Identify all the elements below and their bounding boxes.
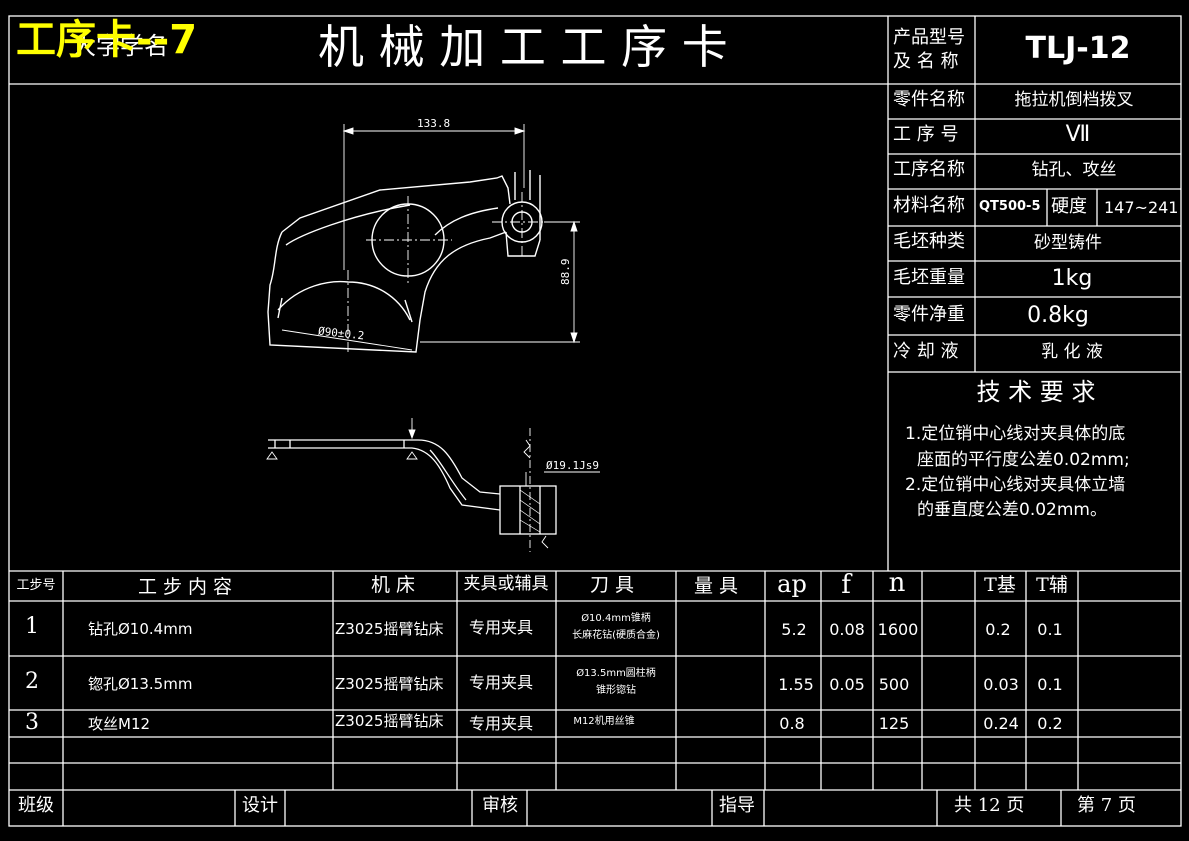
info-value: 1kg <box>1051 266 1093 291</box>
row-step: 1 <box>25 614 39 639</box>
school-name: 大学学名 <box>72 32 168 60</box>
row-ap: 5.2 <box>781 620 807 639</box>
fork-arc <box>277 280 411 321</box>
col-n: n <box>888 568 906 598</box>
col-f: f <box>841 570 851 600</box>
tech-line: 1.定位销中心线对夹具体的底 <box>905 424 1126 444</box>
info-label: 零件名称 <box>893 89 965 110</box>
row-tool: Ø13.5mm圆柱柄 <box>576 668 656 679</box>
card-title: 机 械 加 工 工 序 卡 <box>318 20 728 74</box>
info-label: 毛坯重量 <box>893 267 965 288</box>
col-step: 工步号 <box>16 578 56 593</box>
row-content: 攻丝M12 <box>88 715 151 733</box>
row-content: 锪孔Ø13.5mm <box>88 675 193 693</box>
info-label: 工序名称 <box>893 159 965 180</box>
product-label-1: 产品型号 <box>893 27 965 48</box>
footer-design-label: 设计 <box>242 795 278 816</box>
row-fixture: 专用夹具 <box>469 714 534 733</box>
info-label: 冷 却 液 <box>893 341 959 362</box>
row-f: 0.08 <box>829 620 865 639</box>
col-ap: ap <box>777 570 807 598</box>
row-machine: Z3025摇臂钻床 <box>335 712 444 730</box>
info-value: 乳 化 液 <box>1041 342 1103 362</box>
row-fixture: 专用夹具 <box>469 618 534 637</box>
col-fixture: 夹具或辅具 <box>463 574 549 594</box>
row-ap: 1.55 <box>778 675 814 694</box>
row-step: 3 <box>25 710 39 735</box>
row-content: 钻孔Ø10.4mm <box>88 620 193 638</box>
row-step: 2 <box>25 669 39 694</box>
footer-guide-label: 指导 <box>719 795 755 816</box>
row-tj: 0.24 <box>983 714 1019 733</box>
info-label: 材料名称 <box>893 195 965 216</box>
row-n: 1600 <box>877 620 919 639</box>
footer-class-label: 班级 <box>18 795 54 816</box>
product-value: TLJ-12 <box>1025 31 1131 66</box>
tech-line: 的垂直度公差0.02mm。 <box>917 500 1107 520</box>
side-view-arm <box>268 439 501 495</box>
col-gauge: 量 具 <box>693 575 739 597</box>
row-ap: 0.8 <box>779 714 805 733</box>
row-tool: M12机用丝锥 <box>573 716 635 727</box>
info-value: 0.8kg <box>1027 303 1089 328</box>
info-value: 钻孔、攻丝 <box>1031 160 1117 180</box>
row-tf: 0.1 <box>1037 620 1063 639</box>
col-tf: T辅 <box>1036 574 1068 596</box>
tech-line: 2.定位销中心线对夹具体立墙 <box>905 475 1126 495</box>
hardness-value: 147~241 <box>1104 198 1179 217</box>
dim-height: 88.9 <box>559 258 572 286</box>
row-fixture: 专用夹具 <box>469 673 534 692</box>
row-tool: 长麻花钻(硬质合金) <box>572 630 660 641</box>
info-value: 拖拉机倒档拨叉 <box>1014 90 1134 110</box>
tech-line: 座面的平行度公差0.02mm; <box>917 450 1130 470</box>
card-stamp: 工序卡--7 <box>16 17 198 63</box>
col-machine: 机 床 <box>370 574 416 596</box>
row-n: 125 <box>878 714 910 733</box>
row-machine: Z3025摇臂钻床 <box>335 620 444 638</box>
hardness-label: 硬度 <box>1051 196 1087 217</box>
row-tf: 0.2 <box>1037 714 1063 733</box>
fork-profile-upper <box>281 175 511 233</box>
info-label: 零件净重 <box>893 304 965 325</box>
footer-review-label: 审核 <box>482 795 518 816</box>
dim-hole: Ø19.1Js9 <box>546 459 599 472</box>
row-n: 500 <box>878 675 910 694</box>
footer-total-pages: 共 12 页 <box>954 795 1025 816</box>
fork-profile-outer <box>267 231 507 353</box>
material-value: QT500-5 <box>979 199 1041 214</box>
col-tj: T基 <box>984 574 1016 596</box>
row-machine: Z3025摇臂钻床 <box>335 675 444 693</box>
row-f: 0.05 <box>829 675 865 694</box>
col-content: 工 步 内 容 <box>137 576 233 598</box>
info-value: 砂型铸件 <box>1034 233 1102 253</box>
info-value: Ⅶ <box>1065 122 1091 147</box>
col-tool: 刀 具 <box>589 574 635 596</box>
row-tj: 0.03 <box>983 675 1019 694</box>
side-view-boss <box>499 485 557 535</box>
row-tool: 锥形锪钻 <box>596 685 636 696</box>
product-label-2: 及 名 称 <box>893 51 959 72</box>
footer-page-number: 第 7 页 <box>1077 795 1136 816</box>
dim-width: 133.8 <box>417 117 451 130</box>
info-label: 工 序 号 <box>893 124 959 145</box>
row-tool: Ø10.4mm锥柄 <box>581 613 651 624</box>
row-tj: 0.2 <box>985 620 1011 639</box>
row-tf: 0.1 <box>1037 675 1063 694</box>
tech-title: 技 术 要 求 <box>976 378 1096 406</box>
info-label: 毛坯种类 <box>893 231 965 252</box>
